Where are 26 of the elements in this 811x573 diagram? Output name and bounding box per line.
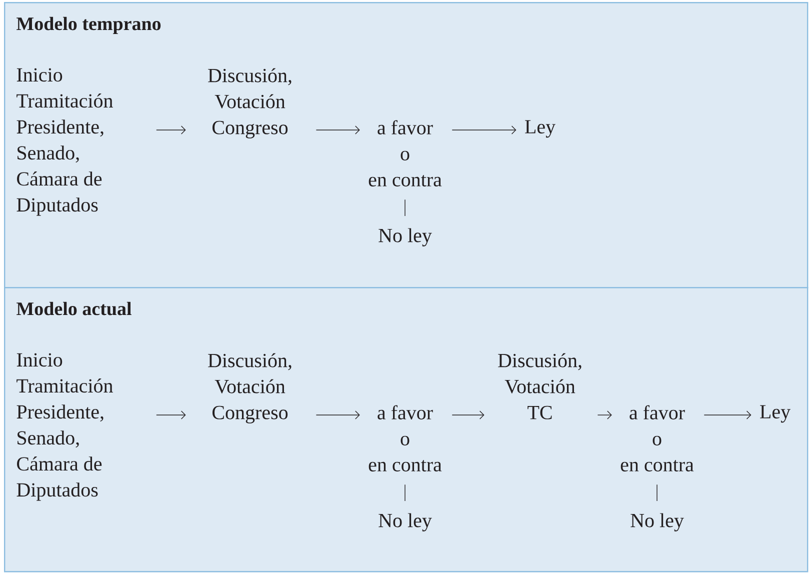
stage-text: Discusión, Votación Congreso [208,68,292,138]
arrow [156,410,186,420]
stage-text: Discusión, Votación Congreso [208,353,292,424]
decision-text: a favor o en contra [620,405,694,472]
connector-line [404,484,406,502]
arrow [316,126,360,134]
stage-text: Discusión, Votación TC [498,353,582,420]
panel-heading: Modelo temprano [16,16,161,34]
outcome-text: Ley [525,120,556,138]
origin-text: Inicio Tramitación Presidente, Senado, Cámara de Diputados [16,68,113,216]
outcome-text: No ley [378,513,432,532]
arrow [597,410,612,420]
outcome-text: Ley [760,405,790,423]
arrow [316,410,360,420]
connector-line [404,199,406,216]
outcome-text: No ley [378,228,432,246]
outcome-text: No ley [630,513,684,532]
arrow [452,410,484,420]
arrow [704,410,752,420]
decision-text: a favor o en contra [368,120,442,186]
connector-line [656,484,658,502]
panel-heading: Modelo actual [16,302,132,316]
arrow [452,126,516,134]
decision-text: a favor o en contra [368,405,442,472]
arrow [156,126,186,134]
origin-text: Inicio Tramitación Presidente, Senado, Cámara de Diputados [16,353,113,501]
